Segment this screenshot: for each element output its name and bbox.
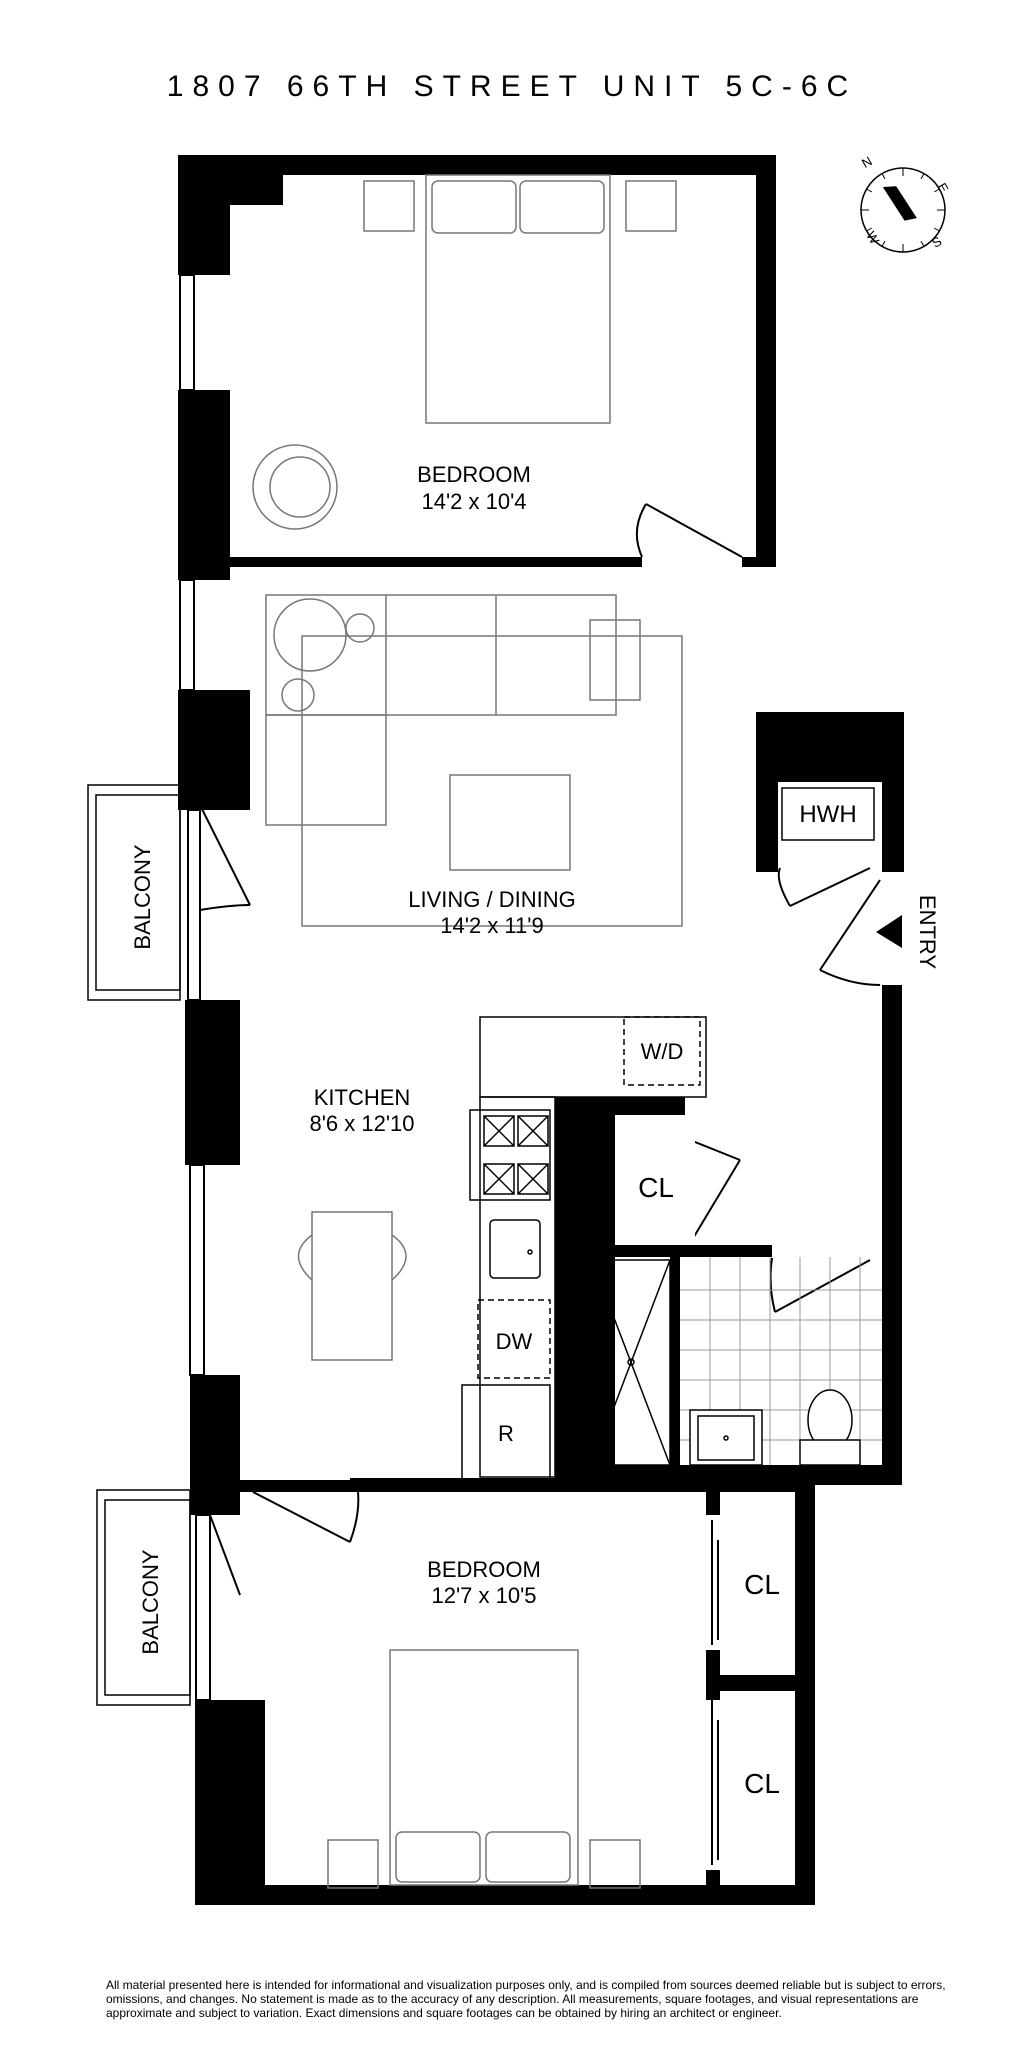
room-living-dims: 14'2 x 11'9	[440, 913, 543, 938]
refrigerator	[461, 1384, 551, 1481]
wall-hwh-right	[882, 712, 904, 872]
walls	[178, 155, 904, 1905]
shower	[591, 1259, 671, 1466]
nightstand-top-left	[363, 180, 415, 232]
room-kitchen-name: KITCHEN	[314, 1085, 411, 1110]
balcony-bottom	[96, 1489, 191, 1706]
floor-plan: BALCONY BALCONY ENTRY	[87, 153, 952, 1905]
window-1	[179, 274, 195, 391]
furniture	[252, 174, 683, 1889]
windows	[179, 274, 211, 1701]
wall-kitchen-bedroom	[240, 1480, 360, 1492]
kitchen-sink	[489, 1219, 541, 1279]
nightstand-bottom-left	[327, 1839, 379, 1889]
kitchen-counter	[479, 1016, 707, 1098]
room-bedroom-bottom-name: BEDROOM	[427, 1557, 541, 1582]
kitchen-counter-side	[479, 1096, 556, 1478]
closet-bed-1-label: CL	[744, 1569, 780, 1600]
window-2	[179, 579, 195, 691]
balcony-top-label: BALCONY	[130, 844, 155, 949]
wall-closet-right	[795, 1485, 815, 1905]
wall-closet-divider	[712, 1675, 815, 1691]
wall-bedroom-living	[230, 557, 642, 567]
door-swings	[199, 503, 881, 1865]
window-3	[187, 809, 201, 1001]
wall-left-6	[195, 1700, 265, 1900]
wall-hwh-block	[756, 712, 904, 782]
entry-arrow-icon	[876, 915, 902, 948]
kitchen-fixtures	[461, 787, 882, 1481]
wall-bath-left	[576, 1245, 592, 1480]
wall-kitchen-bedroom-right	[350, 1478, 815, 1492]
window-4	[189, 1164, 205, 1376]
room-kitchen-dims: 8'6 x 12'10	[309, 1111, 414, 1136]
wall-right-upper	[756, 155, 776, 565]
wall-right-lower	[882, 985, 902, 1485]
wall-bedroom-living-right	[742, 557, 776, 567]
balcony-bottom-label: BALCONY	[138, 1549, 163, 1654]
entry-label: ENTRY	[915, 895, 940, 969]
compass-north: N	[859, 153, 875, 171]
compass-icon: N E S W	[859, 153, 952, 253]
wall-bath-mid	[670, 1245, 680, 1470]
nightstand-top-right	[625, 180, 677, 232]
bed-bottom	[389, 1649, 579, 1886]
wall-top	[178, 155, 776, 175]
dw-label: DW	[496, 1329, 533, 1354]
closet-hall-label: CL	[638, 1172, 674, 1203]
armchair-living	[273, 598, 347, 672]
compass-south: S	[929, 233, 944, 250]
dishwasher	[477, 1299, 551, 1379]
closet-bed-2-label: CL	[744, 1768, 780, 1799]
wall-hall-closet-top	[610, 1097, 685, 1115]
hall-closet	[615, 1115, 695, 1245]
room-bedroom-top-dims: 14'2 x 10'4	[421, 489, 526, 514]
plan-title: 1807 66TH STREET UNIT 5C-6C	[166, 70, 858, 103]
wall-left-3	[178, 690, 250, 810]
coffee-table	[449, 774, 571, 871]
window-5	[195, 1514, 211, 1701]
bath-vanity	[689, 1409, 763, 1466]
disclaimer-text: All material presented here is intended …	[106, 1978, 946, 2020]
hwh-unit	[781, 787, 875, 841]
wall-closet-front-2	[706, 1650, 720, 1700]
wall-left-2	[178, 390, 230, 580]
rug	[301, 635, 683, 927]
wall-left-1	[178, 175, 230, 275]
wall-closet-front-1	[706, 1485, 720, 1515]
room-bedroom-bottom-dims: 12'7 x 10'5	[431, 1583, 536, 1608]
wall-bottom	[195, 1885, 815, 1905]
bed-top	[425, 174, 611, 424]
stove	[469, 1109, 551, 1201]
r-label: R	[498, 1421, 514, 1446]
wd-label: W/D	[641, 1039, 684, 1064]
wall-left-5	[190, 1375, 240, 1515]
room-bedroom-top-name: BEDROOM	[417, 462, 531, 487]
sofa	[265, 594, 617, 716]
balcony-top	[87, 784, 181, 1001]
wall-hwh-side	[756, 712, 778, 872]
wall-hall-closet-left	[605, 1097, 615, 1245]
nightstand-bottom-right	[589, 1839, 641, 1889]
washer-dryer	[623, 1016, 701, 1086]
compass-east: E	[934, 180, 951, 195]
wall-left-4	[185, 1000, 240, 1165]
room-living-name: LIVING / DINING	[408, 887, 575, 912]
dining-table	[311, 1211, 393, 1361]
chair-top-bedroom	[252, 444, 338, 530]
hwh-label: HWH	[799, 801, 856, 828]
